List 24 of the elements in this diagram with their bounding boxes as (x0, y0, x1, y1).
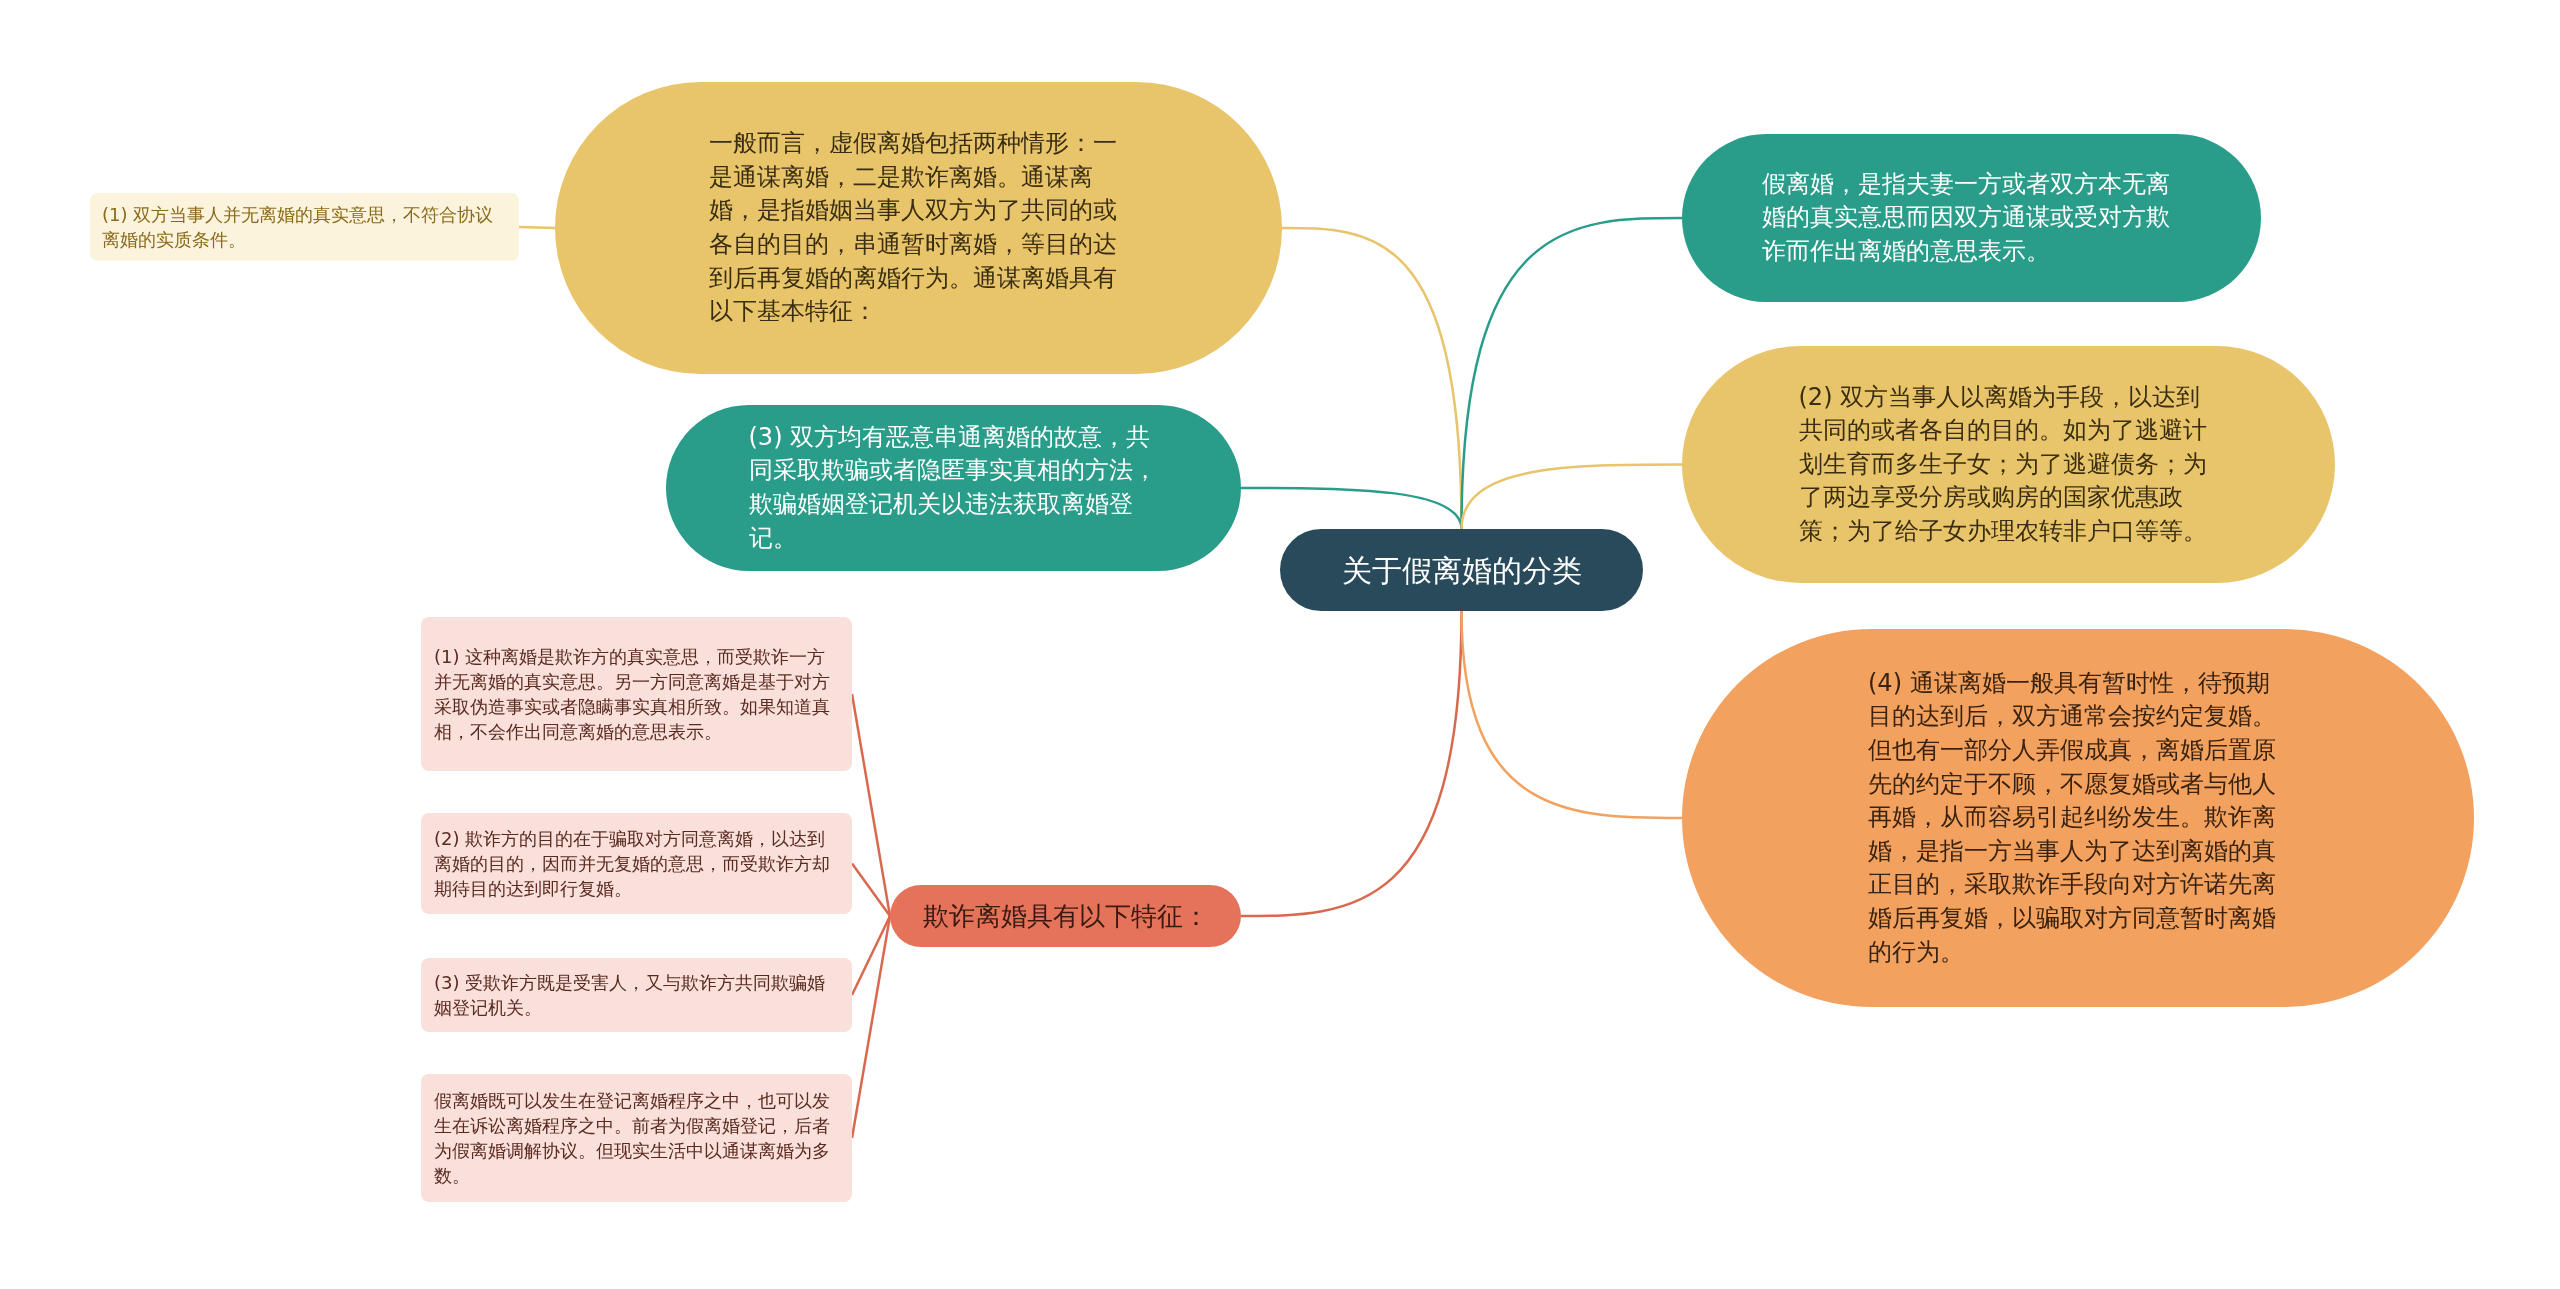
connector-line (851, 862, 891, 917)
topic-pill (890, 885, 1241, 947)
connector-line (850, 915, 892, 996)
node-text: (1) 双方当事人并无离婚的真实意思，不符合协议离婚的实质条件。 (102, 202, 495, 252)
node-text: (3) 受欺诈方既是受害人，又与欺诈方共同欺骗婚姻登记机关。 (434, 970, 827, 1020)
node-text: 关于假离婚的分类 (1341, 551, 1582, 590)
node-text: 欺诈离婚具有以下特征： (922, 899, 1209, 933)
leaf-card (421, 1074, 852, 1202)
node-text: (3) 双方均有恶意串通离婚的故意，共同采取欺骗或者隐匿事实真相的方法，欺骗婚姻登记机关以违法获取离婚登记。 (748, 421, 1158, 554)
connector-line (518, 225, 556, 230)
leaf-card (421, 813, 852, 914)
node-text: (2) 欺诈方的目的在于骗取对方同意离婚，以达到离婚的目的，因而并无复婚的意思，而受欺诈方却期待目的达到即行复婚。 (434, 826, 831, 902)
node-text: 一般而言，虚假离婚包括两种情形：一是通谋离婚，二是欺诈离婚。通谋离婚，是指婚姻当事人双方为了共同的或各自的目的，串通暂时离婚，等目的达到后再复婚的离婚行为。通谋离婚具有以下基本特征： (708, 128, 1118, 328)
connector-line (850, 915, 892, 1139)
node-text: 假离婚既可以发生在登记离婚程序之中，也可以发生在诉讼离婚程序之中。前者为假离婚登记，后者为假离婚调解协议。但现实生活中以通谋离婚为多数。 (434, 1088, 831, 1189)
node-text: (2) 双方当事人以离婚为手段，以达到共同的或者各自的目的。如为了逃避计划生育而多生子女；为了逃避债务；为了两边享受分房或购房的国家优惠政策；为了给子女办理农转非户口等等。 (1798, 381, 2208, 547)
connector-line (1460, 463, 1682, 530)
node-text: (1) 这种离婚是欺诈方的真实意思，而受欺诈一方并无离婚的真实意思。另一方同意离婚是基于对方采取伪造事实或者隐瞒事实真相所致。如果知道真相，不会作出同意离婚的意思表示。 (434, 644, 831, 745)
leaf-card (421, 958, 852, 1032)
node-text: (4) 通谋离婚一般具有暂时性，待预期目的达到后，双方通常会按约定复婚。但也有一部分人弄假成真，离婚后置原先的约定于不顾，不愿复婚或者与他人再婚，从而容易引起纠纷发生。欺诈离婚，是指一方当事人为了达到离婚的真正目的，采取欺诈手段向对方许诺先离婚后再复婚，以骗取对方同意暂时离婚的行为。 (1868, 667, 2277, 968)
leaf-card (421, 617, 852, 771)
node-text: 假离婚，是指夫妻一方或者双方本无离婚的真实意思而因双方通谋或受对方欺诈而作出离婚的意思表示。 (1761, 168, 2171, 267)
connector-line (1460, 610, 1682, 820)
leaf-card (90, 193, 519, 261)
